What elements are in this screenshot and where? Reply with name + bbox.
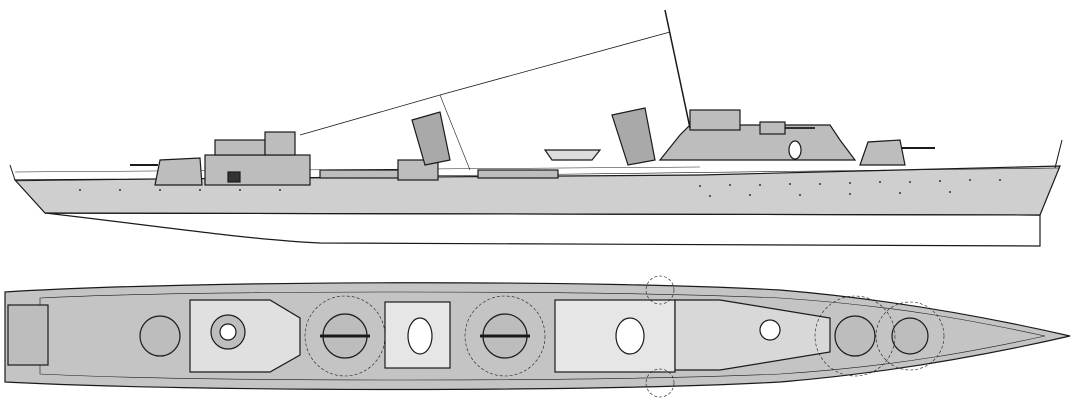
forward-funnel — [611, 107, 656, 166]
forward-superfiring-turret-plan — [834, 315, 876, 357]
aft-turret-plan — [139, 315, 181, 357]
ensign-staff — [9, 164, 16, 181]
aft-deckhouse — [204, 154, 311, 186]
stay — [299, 94, 441, 136]
hatch — [227, 171, 241, 183]
bridge-director — [689, 109, 741, 131]
plan-view — [4, 275, 1071, 398]
funnel-plan — [407, 317, 433, 355]
aft-gun-turret — [154, 157, 203, 186]
forward-gun-turret — [859, 139, 906, 166]
jack-staff — [1054, 139, 1063, 169]
forward-turret-plan — [891, 317, 929, 355]
director-plan — [759, 319, 781, 341]
underwater-hull — [44, 212, 1041, 247]
bridge-plan — [674, 299, 831, 371]
profile-view — [9, 9, 1063, 247]
torpedo-tubes-aft — [319, 169, 401, 179]
stay — [439, 94, 471, 171]
forward-deckhouse-roof — [554, 299, 676, 373]
ships-boat — [543, 149, 602, 161]
aft-rangefinder — [264, 131, 296, 156]
waterline — [44, 212, 1041, 216]
stern-deck — [7, 304, 49, 366]
super-firing-turret — [759, 121, 786, 135]
aft-gun-turret-upper — [214, 139, 266, 156]
turret-ring — [219, 323, 237, 341]
bridge-superstructure — [658, 124, 857, 161]
torpedo-tubes-forward — [477, 169, 559, 179]
mast — [664, 9, 691, 129]
aft-funnel — [411, 111, 451, 166]
stay — [439, 31, 671, 96]
deck-inner-edge — [39, 291, 1046, 381]
portholes — [79, 179, 1001, 197]
gun-arcs — [304, 275, 945, 398]
funnel-plan — [615, 317, 645, 355]
bridge-searchlight — [788, 140, 802, 160]
